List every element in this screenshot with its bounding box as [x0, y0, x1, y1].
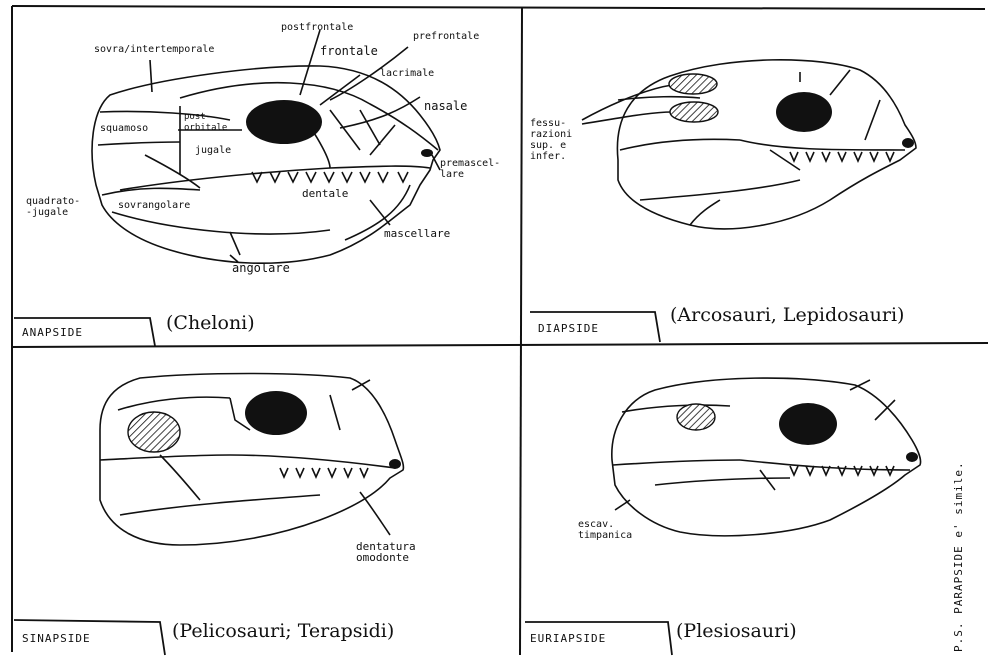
- diapside-lower-fenestra: [670, 102, 718, 122]
- side-note: P.S. PARAPSIDE e' simile.: [952, 461, 965, 652]
- label-sovrangolare: sovrangolare: [118, 200, 190, 211]
- group-anapside: (Cheloni): [166, 312, 255, 334]
- euriapside-nostril: [906, 452, 918, 462]
- anapside-teeth: [252, 172, 408, 182]
- label-quadrato-jugale: quadrato- -jugale: [26, 196, 80, 218]
- anapside-nostril: [421, 149, 433, 157]
- euriapside-skull: [612, 378, 921, 536]
- label-postorbitale: post- orbitale: [184, 112, 227, 134]
- tag-diapside: DIAPSIDE: [538, 322, 599, 335]
- tag-boxes: [14, 312, 672, 655]
- label-fessurazioni: fessu- razioni sup. e infer.: [530, 118, 572, 162]
- tag-anapside: ANAPSIDE: [22, 326, 83, 339]
- group-euriapside: (Plesiosauri): [676, 620, 797, 642]
- label-squamoso: squamoso: [100, 123, 148, 134]
- label-escavazione: escav. timpanica: [578, 519, 632, 541]
- label-dentatura: dentatura omodonte: [356, 541, 416, 563]
- sinapside-teeth: [280, 468, 368, 477]
- label-angolare: angolare: [232, 263, 290, 274]
- label-nasale: nasale: [424, 101, 467, 112]
- label-lacrimale: lacrimale: [380, 68, 434, 79]
- diapside-skull: [582, 60, 916, 229]
- sinapside-fenestra: [128, 412, 180, 452]
- euriapside-teeth: [790, 466, 894, 475]
- group-sinapside: (Pelicosauri; Terapsidi): [172, 620, 394, 642]
- diapside-nostril: [902, 138, 914, 148]
- label-premascellare: premascel- lare: [440, 158, 500, 180]
- label-mascellare: mascellare: [384, 228, 450, 239]
- sinapside-skull: [100, 374, 403, 546]
- diapside-orbit: [776, 92, 832, 132]
- label-dentale: dentale: [302, 188, 348, 199]
- tag-sinapside: SINAPSIDE: [22, 632, 91, 645]
- group-diapside: (Arcosauri, Lepidosauri): [670, 304, 904, 326]
- anapside-orbit: [246, 100, 322, 144]
- euriapside-fenestra: [677, 404, 715, 430]
- label-sovra-intertemporale: sovra/intertemporale: [94, 44, 214, 55]
- label-postfrontale: postfrontale: [281, 22, 353, 33]
- euriapside-orbit: [779, 403, 837, 445]
- label-jugale: jugale: [195, 145, 231, 156]
- label-frontale: frontale: [320, 46, 378, 57]
- diapside-teeth: [790, 152, 894, 161]
- sinapside-orbit: [245, 391, 307, 435]
- tag-euriapside: EURIAPSIDE: [530, 632, 606, 645]
- sinapside-nostril: [389, 459, 401, 469]
- diapside-upper-fenestra: [669, 74, 717, 94]
- label-prefrontale: prefrontale: [413, 31, 479, 42]
- panel-frame: [12, 6, 988, 655]
